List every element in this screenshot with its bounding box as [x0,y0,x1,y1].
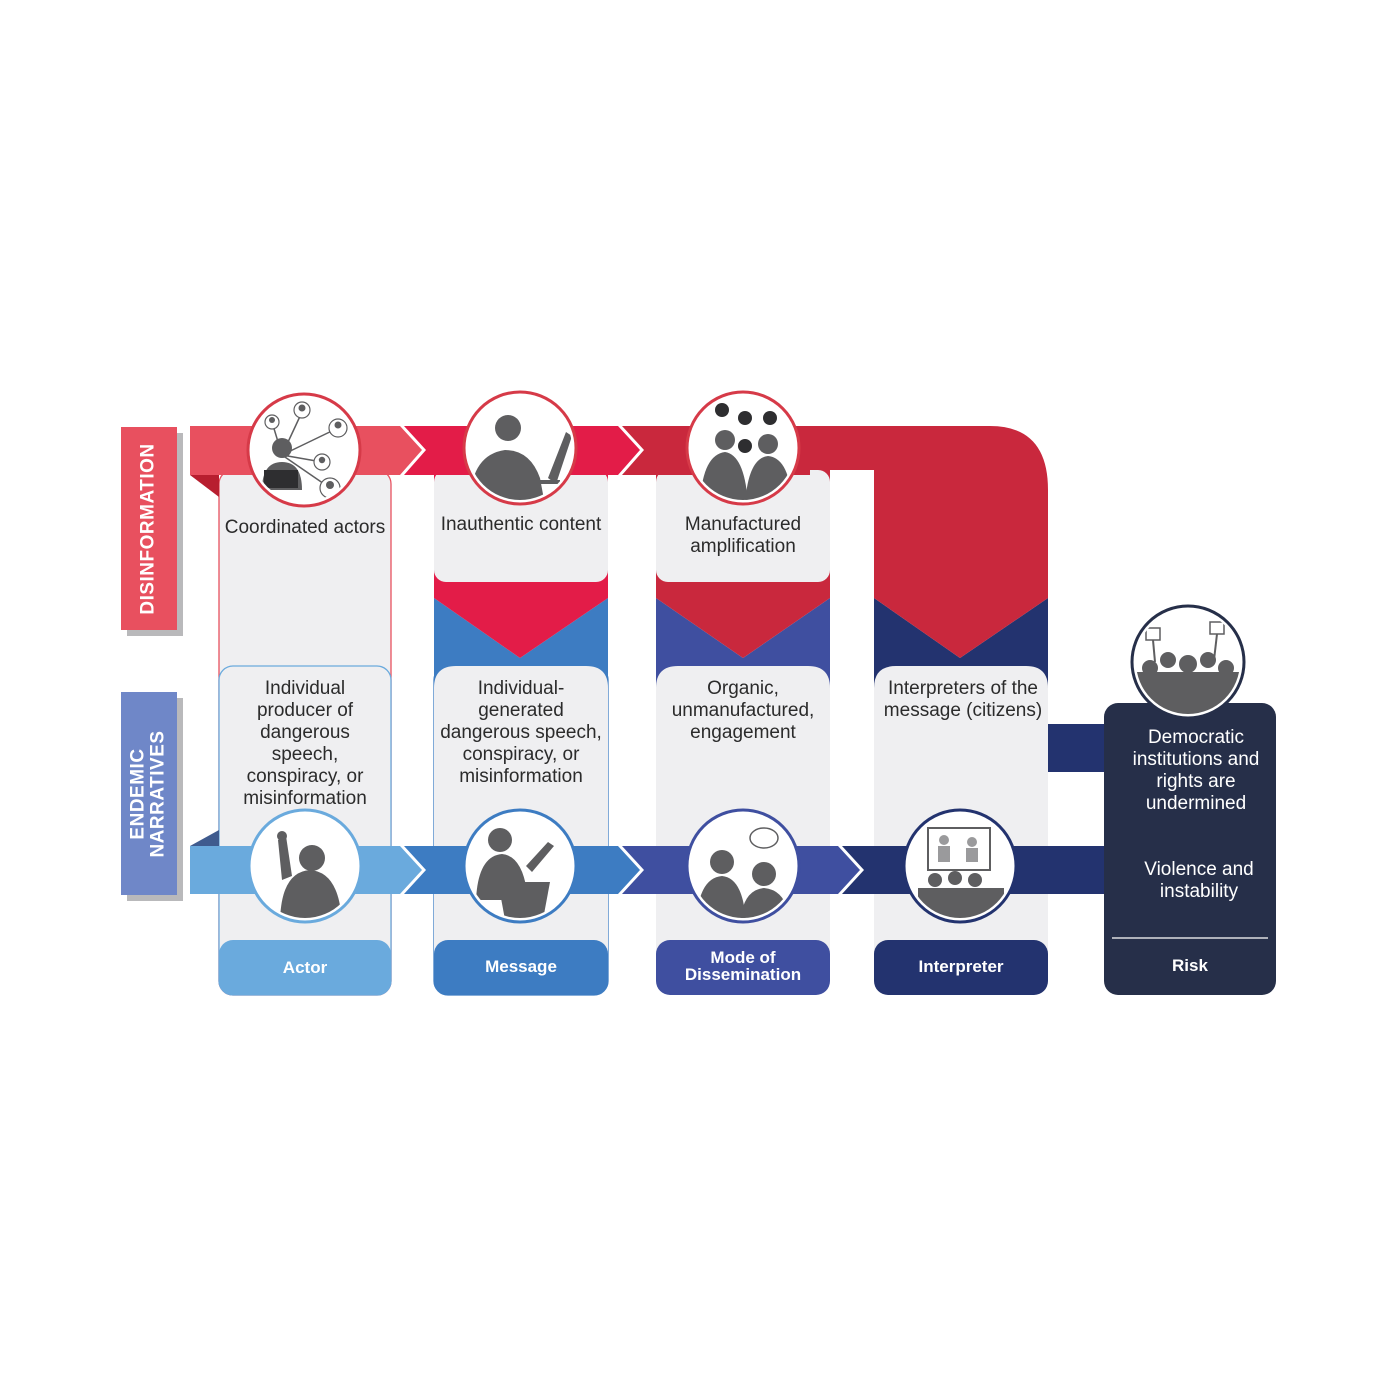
dissemination-endemic-text: Organic, unmanufactured, engagement [671,678,815,743]
people-talking-icon [685,808,801,924]
interpreter-endemic-text: Interpreters of the message (citizens) [883,678,1043,721]
tab-message: Message [485,956,557,976]
side-label-disinformation-text: DISINFORMATION [138,442,159,615]
side-label-endemic-line1: ENDEMIC [128,747,150,840]
side-label-disinformation: DISINFORMATION [121,427,177,630]
tab-dissemination-bg [656,940,830,995]
tab-interpreter-bg [874,940,1048,995]
message-endemic-text: Individual-generated dangerous speech, c… [440,678,602,787]
speaker-pointing-icon [247,808,363,924]
side-label-disinformation-bg [121,427,183,636]
network-of-actors-icon [246,392,362,508]
audience-watching-screen-icon [902,808,1018,924]
tab-dissemination: Mode of Dissemination [684,948,802,984]
risk-outcome-democratic: Democratic institutions and rights are u… [1132,727,1260,814]
actor-endemic-text: Individual producer of dangerous speech,… [243,678,367,809]
tab-actor-bg [219,940,391,995]
actor-disinformation-text: Coordinated actors [224,517,386,538]
speaker-at-podium-icon [462,808,578,924]
social-media-people-icon [685,390,801,506]
dissemination-disinformation-text: Manufactured amplification [684,514,802,557]
message-disinformation-text: Inauthentic content [440,514,602,535]
tab-message-bg [434,940,608,995]
protest-crowd-icon [1130,604,1246,720]
side-label-endemic-line2: NARRATIVES [148,729,170,858]
tab-actor: Actor [282,958,328,977]
risk-outcome-violence: Violence and instability [1144,859,1254,902]
risk-panel [1104,703,1276,995]
tab-risk: Risk [1172,955,1208,975]
side-label-endemic-bg [121,692,183,901]
tab-interpreter: Interpreter [918,956,1004,976]
person-at-computer-icon [462,390,578,506]
